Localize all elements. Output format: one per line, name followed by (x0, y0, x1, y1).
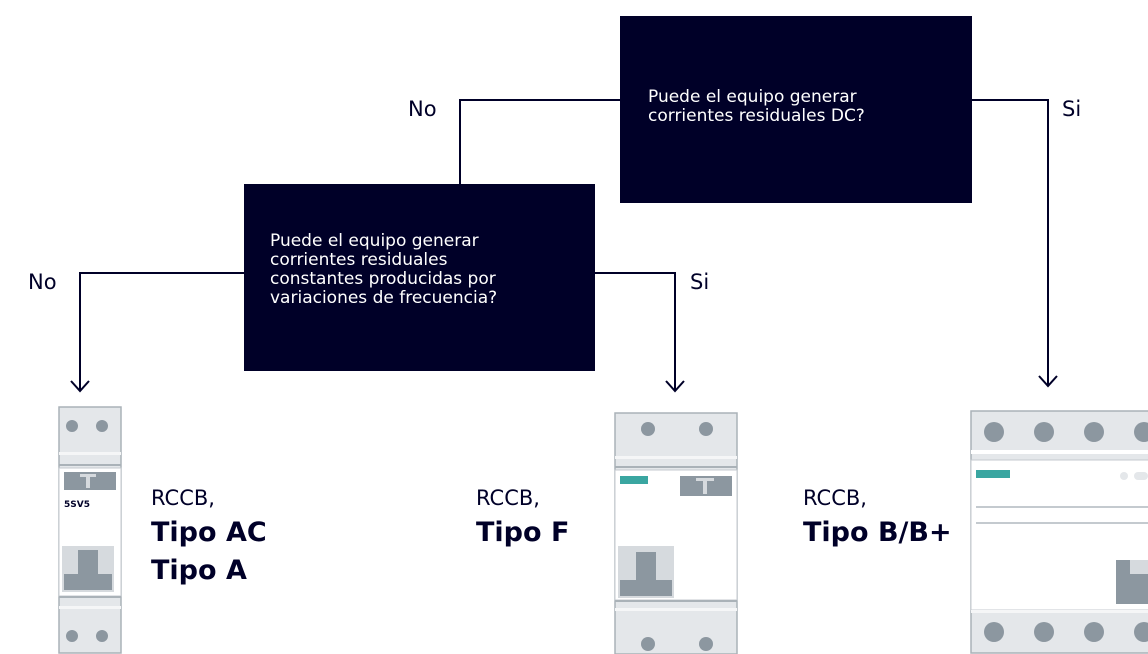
terminal-screw (641, 422, 655, 436)
result-ac-prefix: RCCB, (151, 486, 215, 510)
question-frequency-text: Puede el equipo generar corrientes resid… (270, 231, 498, 308)
q2-no-arrowhead (70, 380, 90, 393)
terminal-screw (699, 637, 713, 651)
terminal-screw (984, 422, 1004, 442)
result-f-prefix: RCCB, (476, 486, 540, 510)
terminal-screw (1034, 622, 1054, 642)
terminal-screw (1034, 422, 1054, 442)
result-ac-type-2: Tipo A (151, 555, 247, 586)
terminal-screw (1134, 422, 1148, 442)
terminal-screw (1084, 422, 1104, 442)
question-dc-text: Puede el equipo generar corrientes resid… (648, 87, 865, 126)
terminal-screw (96, 420, 108, 432)
result-ac-type-1: Tipo AC (151, 517, 267, 548)
q2-si-connector (595, 272, 676, 390)
terminal-screw (699, 422, 713, 436)
device-marking: 5SV5 (64, 500, 90, 510)
terminal-screw (1084, 622, 1104, 642)
question-box-dc: Puede el equipo generar corrientes resid… (620, 16, 972, 203)
terminal-screw (641, 637, 655, 651)
branch-label-q2-no: No (28, 270, 57, 294)
q1-si-connector (972, 99, 1049, 385)
result-b-type: Tipo B/B+ (803, 517, 952, 548)
branch-label-q1-si: Si (1062, 97, 1082, 121)
q2-si-arrowhead (665, 380, 685, 393)
q1-no-connector (459, 99, 620, 185)
terminal-screw (66, 420, 78, 432)
rccb-type-b-device (970, 410, 1148, 654)
q2-no-connector (79, 272, 244, 390)
terminal-screw (66, 630, 78, 642)
terminal-screw (96, 630, 108, 642)
result-f-type: Tipo F (476, 517, 570, 548)
question-box-frequency: Puede el equipo generar corrientes resid… (244, 184, 595, 371)
result-b-prefix: RCCB, (803, 486, 867, 510)
rccb-type-ac-a-device: 5SV5 (58, 406, 122, 654)
rccb-type-f-device (614, 412, 738, 654)
branch-label-q2-si: Si (690, 270, 710, 294)
terminal-screw (984, 622, 1004, 642)
q1-si-arrowhead (1038, 375, 1058, 388)
terminal-screw (1134, 622, 1148, 642)
branch-label-q1-no: No (408, 97, 437, 121)
